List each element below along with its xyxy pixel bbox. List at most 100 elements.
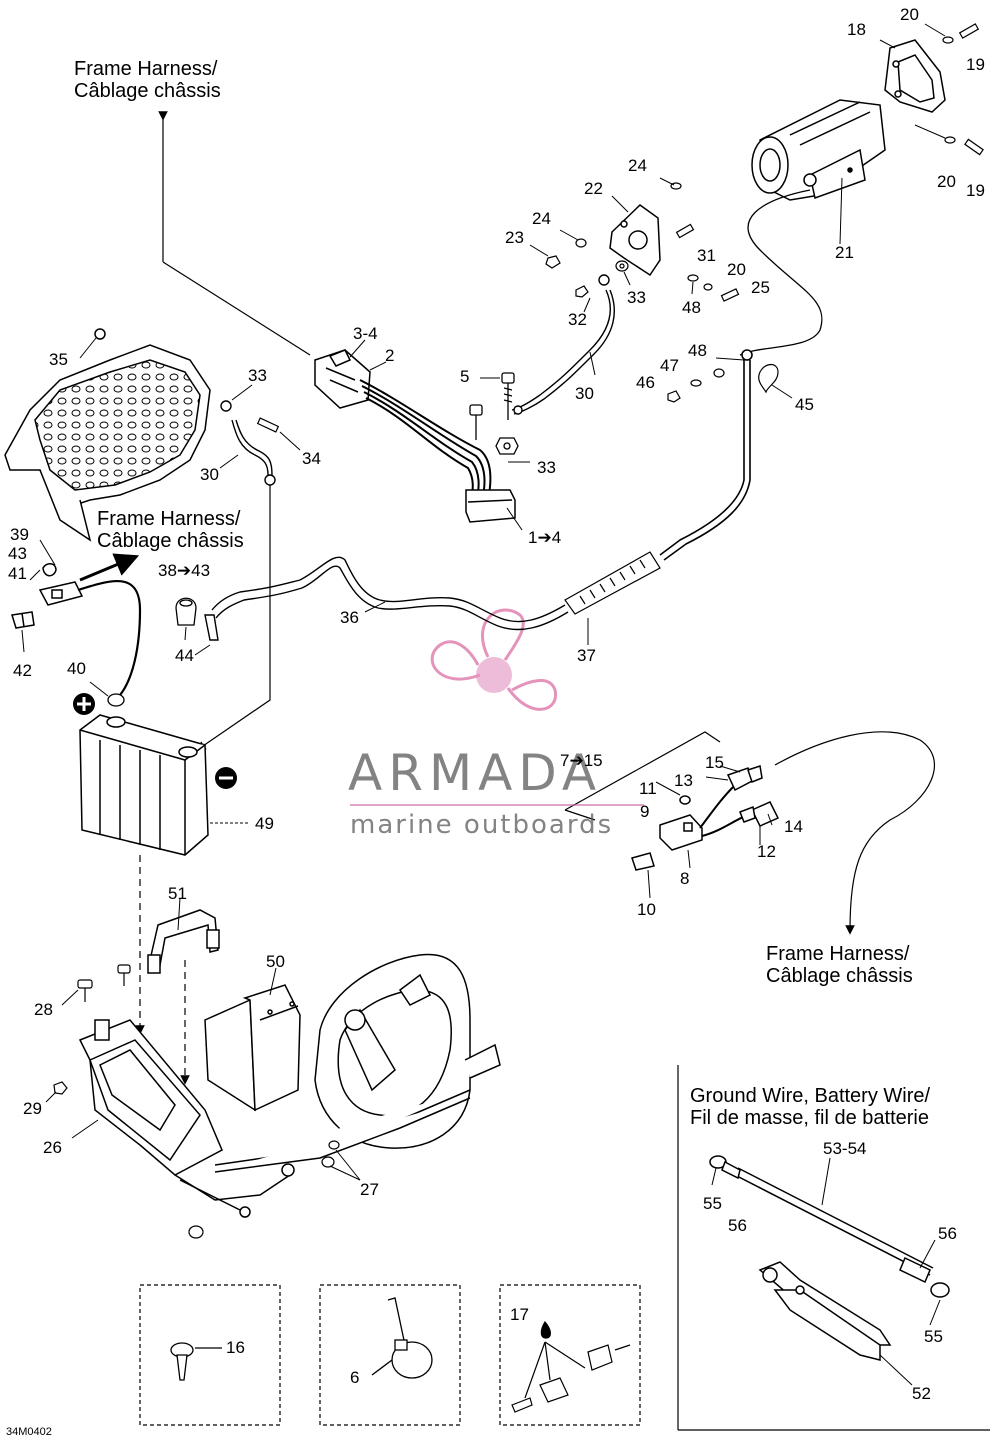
callout-label: 30: [575, 384, 594, 403]
callout-label: 45: [795, 395, 814, 414]
frame-harness-lead-top: [158, 111, 311, 356]
cable-38: [77, 553, 142, 696]
callout-label: 49: [255, 814, 274, 833]
callout-label: 8: [680, 869, 690, 888]
callout-label: 41: [8, 564, 27, 583]
callout-label: 56: [938, 1224, 957, 1243]
screw-5: [469, 372, 519, 455]
cable-tie-6: [371, 1297, 433, 1379]
callout-label: 19: [966, 181, 985, 200]
callout-label: 17: [510, 1305, 529, 1324]
callout-label: 33: [248, 366, 267, 385]
leader-dashes-top: [529, 23, 946, 257]
crimper-52: [758, 1261, 892, 1361]
callout-label: 32: [568, 310, 587, 329]
diagram-code: 34M0402: [6, 1426, 52, 1438]
callout-label: 20: [900, 5, 919, 24]
callout-label: 2: [385, 346, 395, 365]
callout-label: 40: [67, 659, 86, 678]
ground-wire-53: [709, 1155, 950, 1298]
callout-label: 14: [784, 817, 803, 836]
heading-line: Fil de masse, fil de batterie: [690, 1107, 929, 1129]
callout-label: 20: [937, 172, 956, 191]
callout-label: 35: [49, 350, 68, 369]
callout-label: 3-4: [353, 324, 378, 343]
tray-26: [78, 1019, 471, 1218]
inset-leaders: [711, 1157, 941, 1386]
fuse-holder-41: [11, 563, 84, 629]
callout-label: 1➔4: [528, 528, 562, 547]
hardware-small: [545, 182, 740, 302]
callout-label: 11: [639, 779, 657, 798]
cover-50: [204, 984, 301, 1112]
callout-label: 50: [266, 952, 285, 971]
screw-16: [170, 1342, 222, 1381]
callout-label: 5: [460, 367, 470, 386]
eyelet-40: [107, 693, 125, 707]
hardware-27-28-29: [53, 964, 340, 1239]
callout-label: 6: [350, 1368, 360, 1387]
callout-label: 26: [43, 1138, 62, 1157]
inset-ground-wire: [677, 1065, 990, 1431]
callout-label: 24: [532, 209, 551, 228]
callout-label: 56: [728, 1216, 747, 1235]
heading-line: Frame Harness/: [74, 58, 218, 80]
callout-label: 13: [674, 771, 693, 790]
battery-49: [79, 714, 209, 856]
heading-line: Câblage châssis: [74, 80, 221, 102]
callout-label: 9: [640, 802, 650, 821]
starter-motor-21: [751, 99, 886, 201]
heading-frame-harness-bottom: Frame Harness/ Câblage châssis: [766, 943, 913, 987]
frame-harness-lead-bottom: [774, 731, 936, 935]
callout-label: 39: [10, 525, 29, 544]
sleeve-37: [564, 551, 661, 615]
heading-frame-harness-top: Frame Harness/ Câblage châssis: [74, 58, 221, 102]
heading-line: Frame Harness/: [97, 508, 241, 530]
callout-label: 10: [637, 900, 656, 919]
callout-label: 23: [505, 228, 524, 247]
callout-label: 51: [168, 884, 187, 903]
box-17: [499, 1284, 641, 1426]
bracket-18: [884, 39, 946, 113]
negative-symbol: [215, 767, 237, 789]
cable-36: [204, 556, 569, 641]
callout-label: 18: [847, 20, 866, 39]
callout-label: 33: [537, 458, 556, 477]
engine-housing: [314, 953, 501, 1149]
callout-label: 24: [628, 156, 647, 175]
bracket-22: [609, 204, 661, 277]
box-16: [139, 1284, 281, 1426]
callout-label: 15: [705, 753, 724, 772]
ground-lead-to-battery: [196, 485, 271, 751]
callout-label: 7➔15: [560, 751, 603, 770]
callout-label: 37: [577, 646, 596, 665]
callout-label: 52: [912, 1384, 931, 1403]
strap-51: [147, 909, 220, 974]
relay-8: [631, 795, 703, 871]
cable-starter-loop: [739, 189, 823, 356]
callout-label: 20: [727, 260, 746, 279]
callout-label: 27: [360, 1180, 379, 1199]
cable-37: [659, 349, 753, 561]
bolts-19-20: [942, 23, 984, 156]
callout-label: 30: [200, 465, 219, 484]
watermark-rule: [350, 804, 644, 806]
positive-symbol: [73, 693, 95, 715]
callout-label: 47: [660, 356, 679, 375]
wire-bundle: [359, 379, 492, 501]
heading-ground-wire: Ground Wire, Battery Wire/ Fil de masse,…: [690, 1085, 930, 1129]
watermark-tagline: marine outboards: [350, 810, 614, 840]
mount-dashed: [135, 855, 190, 1085]
callout-label: 22: [584, 179, 603, 198]
callout-label: 33: [627, 288, 646, 307]
starter-connector: [314, 349, 371, 409]
callout-label: 16: [226, 1338, 245, 1357]
relay-harness-bracket: [564, 731, 721, 821]
callout-label: 21: [835, 243, 854, 262]
box-6: [319, 1284, 461, 1426]
heading-line: Ground Wire, Battery Wire/: [690, 1085, 931, 1107]
callout-label: 25: [751, 278, 770, 297]
callout-label: 46: [636, 373, 655, 392]
callout-label: 19: [966, 55, 985, 74]
